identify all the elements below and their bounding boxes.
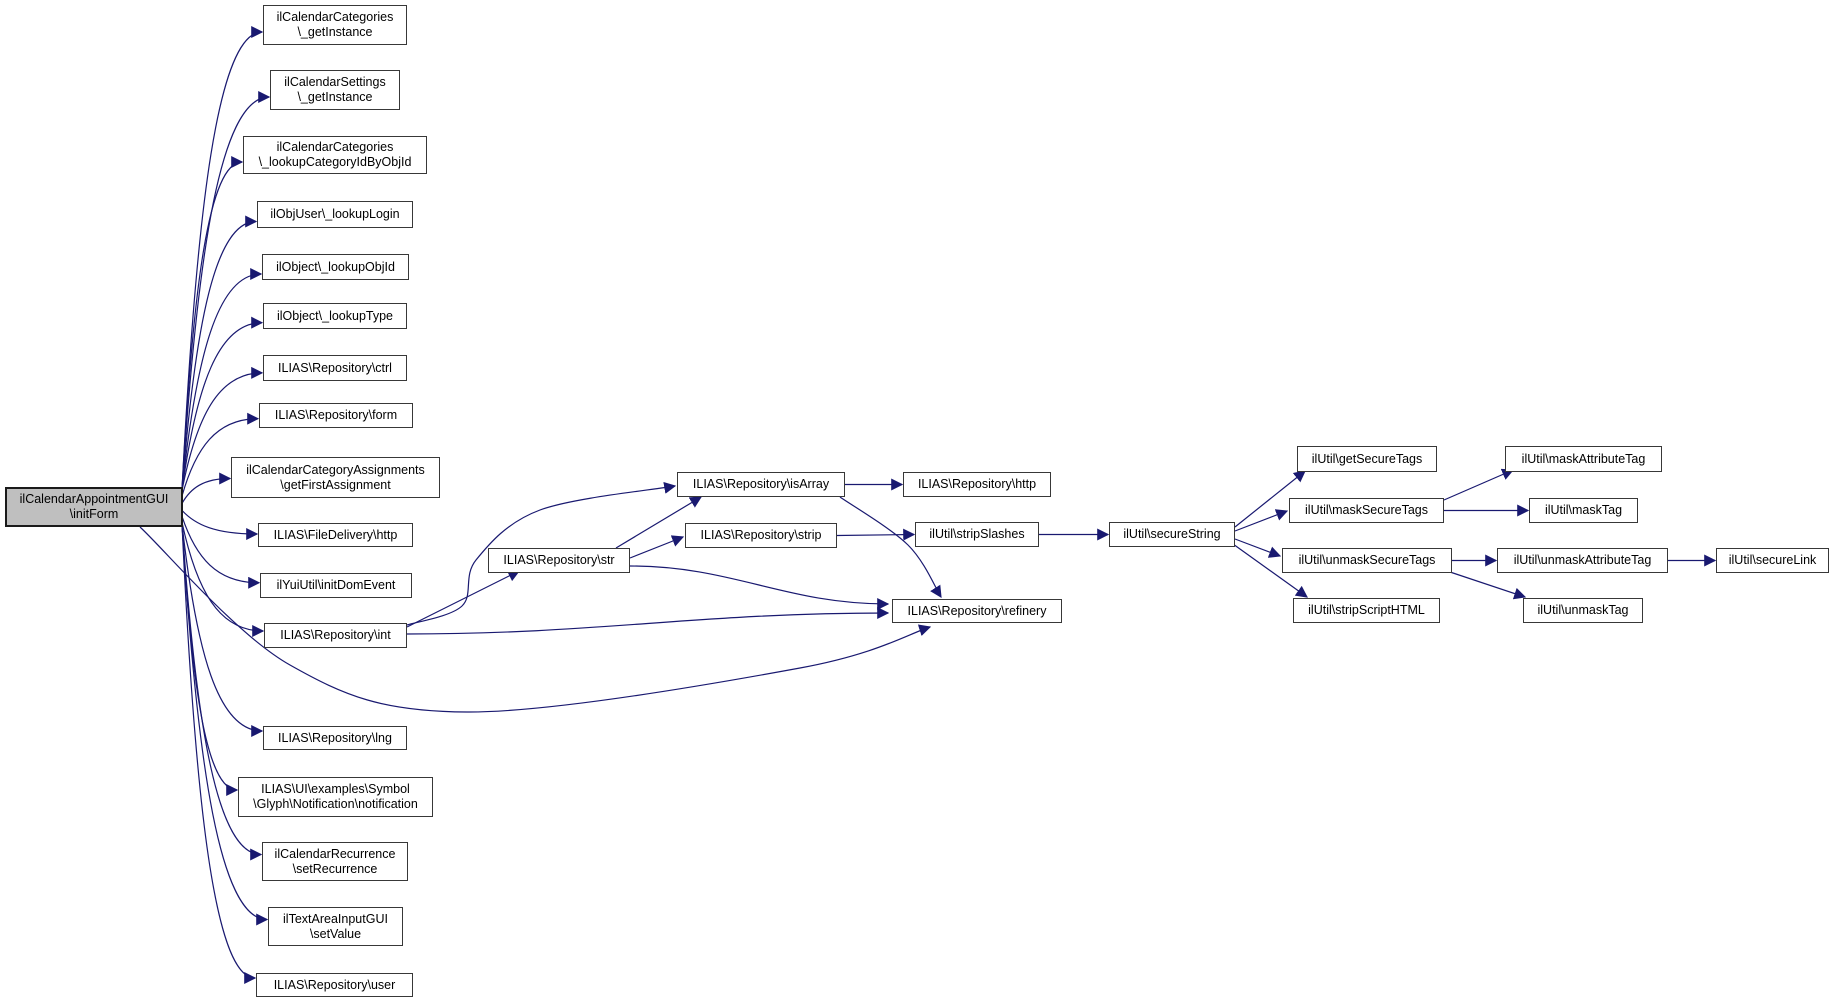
edge-main-to-n5 (181, 268, 263, 491)
edge-maskSecureTags-to-maskAttributeTag (1443, 468, 1515, 501)
node-n16[interactable]: ilTextAreaInputGUI \setValue (268, 907, 403, 946)
node-n13[interactable]: ILIAS\Repository\lng (263, 726, 407, 750)
node-n12[interactable]: ILIAS\Repository\int (264, 623, 407, 648)
node-isArray[interactable]: ILIAS\Repository\isArray (677, 472, 845, 497)
edge-main-to-n8 (181, 412, 260, 497)
node-n14[interactable]: ILIAS\UI\examples\Symbol \Glyph\Notifica… (238, 777, 433, 817)
node-stripScriptHTML[interactable]: ilUtil\stripScriptHTML (1293, 598, 1440, 623)
edge-main-to-n12 (181, 522, 265, 637)
edge-n12-to-str (406, 570, 521, 628)
edge-secureString-to-getSecureTags (1234, 470, 1306, 528)
node-maskSecureTags[interactable]: ilUtil\maskSecureTags (1289, 498, 1444, 523)
edge-main-to-n10 (181, 509, 259, 541)
node-n6[interactable]: ilObject\_lookupType (263, 303, 407, 329)
node-unmaskAttributeTag[interactable]: ilUtil\unmaskAttributeTag (1497, 548, 1668, 573)
edge-main-to-n2 (181, 91, 271, 491)
edge-str-to-refinery (629, 565, 890, 610)
node-n7[interactable]: ILIAS\Repository\ctrl (263, 355, 407, 381)
node-maskAttributeTag[interactable]: ilUtil\maskAttributeTag (1505, 446, 1662, 472)
node-http2[interactable]: ILIAS\Repository\http (903, 472, 1051, 497)
edge-main-to-n17 (181, 523, 257, 984)
edge-main-to-n9 (181, 472, 232, 504)
edge-str-to-isArray (615, 496, 703, 549)
edge-main-to-n15 (181, 523, 263, 861)
node-strip[interactable]: ILIAS\Repository\strip (685, 523, 837, 548)
node-main[interactable]: ilCalendarAppointmentGUI \initForm (5, 487, 183, 527)
edge-main-to-refinery (139, 526, 932, 713)
edge-secureString-to-maskSecureTags (1234, 509, 1289, 532)
node-stripSlashes[interactable]: ilUtil\stripSlashes (915, 522, 1039, 547)
edge-main-to-n1 (181, 26, 264, 491)
node-maskTag[interactable]: ilUtil\maskTag (1529, 498, 1638, 523)
edge-main-to-n11 (181, 516, 261, 589)
edge-main-to-n7 (181, 366, 264, 491)
node-getSecureTags[interactable]: ilUtil\getSecureTags (1297, 446, 1437, 472)
edge-main-to-n13 (181, 523, 264, 737)
node-n8[interactable]: ILIAS\Repository\form (259, 403, 413, 428)
node-n15[interactable]: ilCalendarRecurrence \setRecurrence (262, 842, 408, 881)
node-n1[interactable]: ilCalendarCategories \_getInstance (263, 5, 407, 45)
node-n2[interactable]: ilCalendarSettings \_getInstance (270, 70, 400, 110)
node-n11[interactable]: ilYuiUtil\initDomEvent (260, 573, 412, 598)
node-secureString[interactable]: ilUtil\secureString (1109, 522, 1235, 547)
edge-strip-to-stripSlashes (836, 528, 916, 541)
edge-n12-to-refinery (406, 607, 890, 635)
edge-secureString-to-unmaskSecureTags (1234, 538, 1282, 558)
node-secureLink[interactable]: ilUtil\secureLink (1716, 548, 1829, 573)
edge-main-to-n6 (181, 316, 264, 491)
edge-isArray-to-refinery (839, 496, 942, 599)
node-n9[interactable]: ilCalendarCategoryAssignments \getFirstA… (231, 457, 440, 498)
node-n10[interactable]: ILIAS\FileDelivery\http (258, 523, 413, 547)
node-unmaskTag[interactable]: ilUtil\unmaskTag (1523, 598, 1643, 623)
node-n5[interactable]: ilObject\_lookupObjId (262, 254, 409, 280)
node-n3[interactable]: ilCalendarCategories \_lookupCategoryIdB… (243, 136, 427, 174)
edge-n12-to-isArray (406, 481, 677, 626)
edge-main-to-n16 (181, 523, 269, 926)
node-refinery[interactable]: ILIAS\Repository\refinery (892, 599, 1062, 623)
edge-str-to-strip (629, 535, 685, 559)
edge-unmaskSecureTags-to-unmaskTag (1449, 571, 1527, 600)
edge-secureString-to-stripScriptHTML (1232, 543, 1308, 598)
node-n4[interactable]: ilObjUser\_lookupLogin (257, 201, 413, 228)
edge-main-to-n4 (181, 215, 258, 491)
node-str[interactable]: ILIAS\Repository\str (488, 548, 630, 573)
node-unmaskSecureTags[interactable]: ilUtil\unmaskSecureTags (1282, 548, 1452, 573)
node-n17[interactable]: ILIAS\Repository\user (256, 973, 413, 997)
edge-main-to-n3 (181, 156, 244, 491)
